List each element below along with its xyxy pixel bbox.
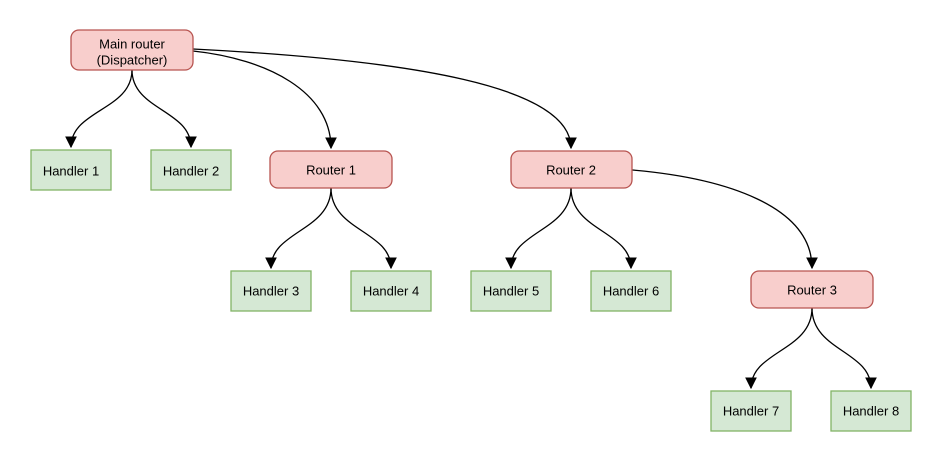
edge-main-router-to-handler1 [65, 69, 133, 149]
node-main-router: Main router (Dispatcher) [70, 29, 194, 71]
router3-box [750, 270, 874, 309]
handler8-label: Handler 8 [843, 404, 899, 419]
node-handler3: Handler 3 [230, 270, 312, 312]
handler4-box [350, 270, 432, 312]
handler6-label: Handler 6 [603, 284, 659, 299]
main-router-label-line2: (Dispatcher) [97, 53, 168, 68]
handler3-label: Handler 3 [243, 284, 299, 299]
node-layer: Main router (Dispatcher) Handler 1 Handl… [30, 29, 912, 432]
edge-router1-to-handler3 [265, 187, 332, 270]
handler7-box [710, 390, 792, 432]
edge-router2-to-handler6 [570, 187, 637, 270]
node-handler5: Handler 5 [470, 270, 552, 312]
node-router2: Router 2 [510, 150, 633, 189]
router2-label: Router 2 [546, 163, 596, 178]
handler5-label: Handler 5 [483, 284, 539, 299]
node-handler7: Handler 7 [710, 390, 792, 432]
edge-router3-to-handler7 [745, 307, 813, 390]
node-handler1: Handler 1 [30, 149, 112, 191]
node-handler6: Handler 6 [590, 270, 672, 312]
edge-main-router-to-router1 [192, 50, 337, 150]
router1-label: Router 1 [306, 163, 356, 178]
edge-router3-to-handler8 [811, 307, 877, 390]
handler1-label: Handler 1 [43, 164, 99, 179]
handler8-box [830, 390, 912, 432]
main-router-box [70, 29, 194, 71]
edge-main-router-to-router2 [192, 48, 577, 150]
main-router-label-line1: Main router [99, 37, 165, 52]
router1-box [269, 150, 393, 189]
node-router1: Router 1 [269, 150, 393, 189]
edge-layer [65, 48, 877, 390]
handler2-box [150, 149, 232, 191]
edge-router2-to-router3 [631, 169, 818, 270]
handler4-label: Handler 4 [363, 284, 419, 299]
node-router3: Router 3 [750, 270, 874, 309]
handler2-label: Handler 2 [163, 164, 219, 179]
node-handler2: Handler 2 [150, 149, 232, 191]
edge-router2-to-handler5 [505, 187, 572, 270]
node-handler8: Handler 8 [830, 390, 912, 432]
handler3-box [230, 270, 312, 312]
handler7-label: Handler 7 [723, 404, 779, 419]
edge-main-router-to-handler2 [131, 69, 197, 149]
node-handler4: Handler 4 [350, 270, 432, 312]
handler5-box [470, 270, 552, 312]
router3-label: Router 3 [787, 283, 837, 298]
edge-router1-to-handler4 [330, 187, 397, 270]
router2-box [510, 150, 633, 189]
handler1-box [30, 149, 112, 191]
handler6-box [590, 270, 672, 312]
